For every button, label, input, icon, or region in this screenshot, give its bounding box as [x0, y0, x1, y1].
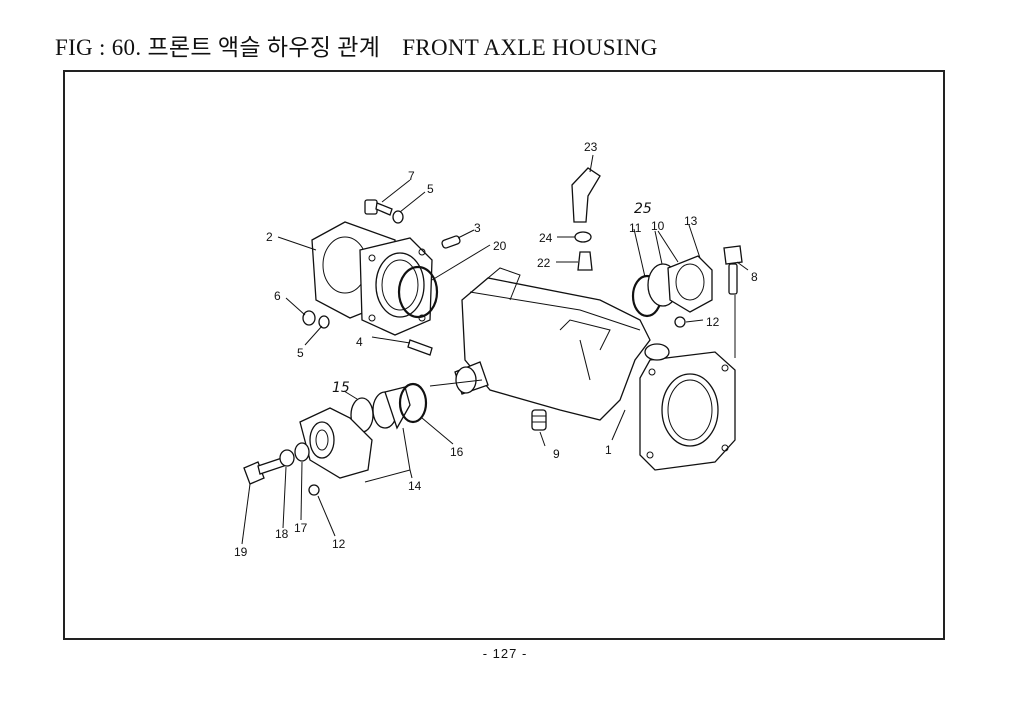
callout-23: 23 — [584, 140, 598, 154]
bolt-7-part — [364, 199, 393, 216]
stud-4-part — [407, 339, 433, 356]
nut-6-part — [302, 310, 316, 326]
title-korean: 프론트 액슬 하우징 관계 — [147, 35, 381, 60]
breather-12a-part — [674, 316, 686, 328]
callout-14: 14 — [408, 479, 422, 493]
title-english: FRONT AXLE HOUSING — [402, 35, 658, 60]
callout-24: 24 — [539, 231, 553, 245]
nut-18-part — [279, 449, 295, 467]
level-plug-8-part — [723, 245, 743, 295]
bolt-19-part — [243, 457, 285, 485]
callout-4: 4 — [356, 335, 363, 349]
page-number: - 127 - — [482, 646, 528, 661]
cover-13-part — [667, 255, 713, 313]
callout-1: 1 — [605, 443, 612, 457]
washer-5b-part — [318, 315, 330, 329]
callout-17: 17 — [294, 521, 308, 535]
fitting-12b-part — [308, 484, 320, 496]
washer-5a-part — [392, 210, 404, 224]
callout-16: 16 — [450, 445, 464, 459]
callout-7: 7 — [408, 169, 415, 183]
callout-19: 19 — [234, 545, 248, 559]
callout-5b: 5 — [297, 346, 304, 360]
callout-13: 13 — [684, 214, 698, 228]
leader-lines — [241, 154, 749, 545]
support-14-part — [299, 407, 373, 479]
page-title: FIG : 60. 프론트 액슬 하우징 관계 FRONT AXLE HOUSIN… — [55, 28, 658, 62]
bushing-part — [372, 386, 411, 430]
callout-18: 18 — [275, 527, 289, 541]
callout-2: 2 — [266, 230, 273, 244]
callout-12b: 12 — [332, 537, 346, 551]
o-ring-20-part — [397, 265, 439, 319]
callout-11: 11 — [629, 221, 642, 235]
callout-25: 25 — [634, 201, 652, 217]
callout-labels: 1 2 3 4 5 5 6 7 8 9 10 11 12 12 13 14 15… — [234, 140, 758, 559]
axle-housing-part — [454, 267, 736, 471]
pin-3-part — [441, 235, 461, 249]
callout-6: 6 — [274, 289, 281, 303]
callout-12a: 12 — [706, 315, 720, 329]
callout-8: 8 — [751, 270, 758, 284]
callout-3: 3 — [474, 221, 481, 235]
seal-16-part — [398, 382, 428, 424]
pipe-23-part — [571, 167, 601, 223]
callout-9: 9 — [553, 447, 560, 461]
callout-5a: 5 — [427, 182, 434, 196]
callout-10: 10 — [651, 219, 665, 233]
connector-22-part — [577, 251, 593, 271]
drain-plug-9-part — [531, 409, 547, 431]
flange-housing-part — [311, 221, 433, 336]
callout-15: 15 — [332, 380, 350, 396]
washer-17-part — [294, 442, 310, 462]
callout-20: 20 — [493, 239, 507, 253]
clip-24-part — [574, 231, 592, 243]
diagram-frame — [63, 70, 945, 640]
callout-22: 22 — [537, 256, 551, 270]
fig-label: FIG : 60. — [55, 35, 142, 60]
